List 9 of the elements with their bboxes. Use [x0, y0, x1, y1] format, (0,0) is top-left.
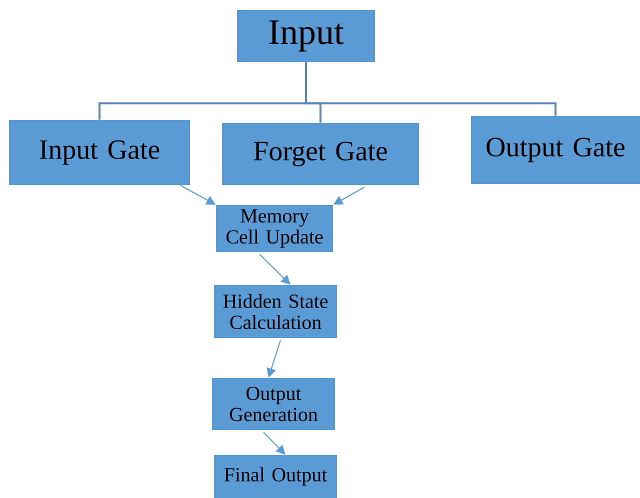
process-box: Hidden State Calculation — [214, 285, 337, 338]
input-box: Input — [237, 10, 375, 62]
process-box: Output Generation — [212, 378, 335, 430]
connector-line — [305, 62, 556, 116]
process-box: Final Output — [214, 455, 337, 498]
process-box: Memory Cell Update — [216, 205, 333, 252]
gate-box: Output Gate — [471, 116, 640, 184]
gate-box: Forget Gate — [222, 123, 419, 185]
gate-box: Input Gate — [9, 120, 190, 185]
